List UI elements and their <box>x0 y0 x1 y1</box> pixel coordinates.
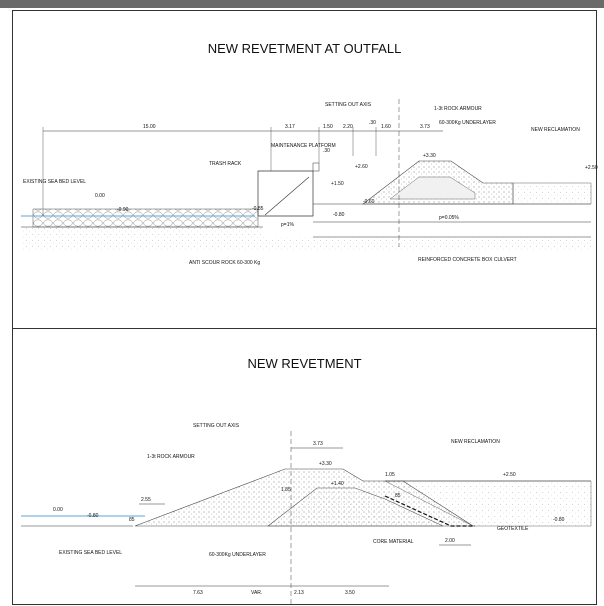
drawing-sheet: NEW REVETMENT AT OUTFALL NEW REVETMENT <box>12 10 598 606</box>
geotextile-line <box>384 495 475 527</box>
bottom-dim-1-05: 1.05 <box>385 472 395 478</box>
dim-2-55: 2.55 <box>141 497 151 503</box>
bottom-level-p1-40: +1.40 <box>331 481 344 487</box>
top-section: 15.00 3.17 1.50 2.20 .30 1.60 3.73 .30 S… <box>21 99 598 266</box>
geotextile-label: GEOTEXTILE <box>497 526 529 532</box>
dim-0-30-b: .30 <box>323 148 330 154</box>
dim-2-00: 2.00 <box>445 538 455 544</box>
bottom-rock-armour-label: 1-3t ROCK ARMOUR <box>147 454 195 460</box>
top-section-title: NEW REVETMENT AT OUTFALL <box>207 41 402 56</box>
dim-var: VAR. <box>251 590 262 596</box>
maintenance-platform-box <box>312 162 320 172</box>
top-existing-sea-label: EXISTING SEA BED LEVEL <box>23 179 86 185</box>
level-p2-50: +2.50 <box>585 165 598 171</box>
top-underlayer-label: 60-300Kg UNDERLAYER <box>439 120 496 126</box>
level-m0-80: -0.80 <box>333 212 345 218</box>
dim-3-50: 3.50 <box>345 590 355 596</box>
dim-15-00: 15.00 <box>143 124 156 130</box>
top-strip <box>0 0 604 8</box>
bottom-level-p3-30: +3.30 <box>319 461 332 467</box>
bottom-section-title: NEW REVETMENT <box>247 356 362 371</box>
top-rock-armour-label: 1-3t ROCK ARMOUR <box>434 106 482 112</box>
bottom-new-reclamation-label: NEW RECLAMATION <box>451 439 500 445</box>
bottom-level-m0-80-right: -0.80 <box>553 517 565 523</box>
bottom-level-p2-50: +2.50 <box>503 472 516 478</box>
top-setting-out-label: SETTING OUT AXIS <box>325 102 372 108</box>
bottom-level-0-00: 0.00 <box>53 507 63 513</box>
bottom-setting-out-label: SETTING OUT AXIS <box>193 423 240 429</box>
top-new-reclamation <box>512 182 592 205</box>
dim-2-13: 2.13 <box>294 590 304 596</box>
dim-0-30: .30 <box>369 120 376 126</box>
dim-3-73-b: 3.73 <box>313 441 323 447</box>
outfall-structure <box>257 170 314 217</box>
slope-005pct: p=0.05% <box>439 215 459 221</box>
dim-1-50: 1.50 <box>323 124 333 130</box>
dim-3-17: 3.17 <box>285 124 295 130</box>
maintenance-platform-label: MAINTENANCE PLATFORM <box>271 143 336 149</box>
top-underlayer <box>389 176 476 200</box>
level-0-00: 0.00 <box>95 193 105 199</box>
dim-2-20: 2.20 <box>343 124 353 130</box>
trash-rack-line <box>264 176 310 216</box>
section-divider <box>13 328 596 329</box>
bottom-core-material <box>267 487 444 527</box>
level-p2-60: +2.60 <box>355 164 368 170</box>
core-material-label: CORE MATERIAL <box>373 539 414 545</box>
bottom-dim-85-right: 85 <box>395 493 401 499</box>
level-m0-85: -0.85 <box>252 206 264 212</box>
level-p1-50: +1.50 <box>331 181 344 187</box>
dim-1-60: 1.60 <box>381 124 391 130</box>
slope-1pct: p=1% <box>281 222 294 228</box>
level-p3-30: +3.30 <box>423 153 436 159</box>
top-new-reclamation-label: NEW RECLAMATION <box>531 127 580 133</box>
dim-3-73: 3.73 <box>420 124 430 130</box>
level-m0-90: -0.90 <box>117 207 129 213</box>
seabed-fill <box>21 227 591 251</box>
bottom-existing-sea-label: EXISTING SEA BED LEVEL <box>59 550 122 556</box>
section-drawings: 15.00 3.17 1.50 2.20 .30 1.60 3.73 .30 S… <box>21 99 598 606</box>
bottom-dim-1-85: 1.85 <box>281 487 291 493</box>
culvert-label: REINFORCED CONCRETE BOX CULVERT <box>418 257 517 263</box>
bottom-dim-85-left: 85 <box>129 517 135 523</box>
bottom-level-m0-80: -0.80 <box>87 513 99 519</box>
bottom-section: 3.73 2.55 7.63 VAR. 2.13 3.50 2.00 SETTI… <box>21 423 592 606</box>
dim-7-63: 7.63 <box>193 590 203 596</box>
level-m0-60: -0.60 <box>363 199 375 205</box>
anti-scour-rock-layer <box>32 208 259 228</box>
bottom-underlayer-label: 60-300Kg UNDERLAYER <box>209 552 266 558</box>
anti-scour-label: ANTI SCOUR ROCK 60-300 Kg <box>189 260 260 266</box>
trash-rack-label: TRASH RACK <box>209 161 242 167</box>
